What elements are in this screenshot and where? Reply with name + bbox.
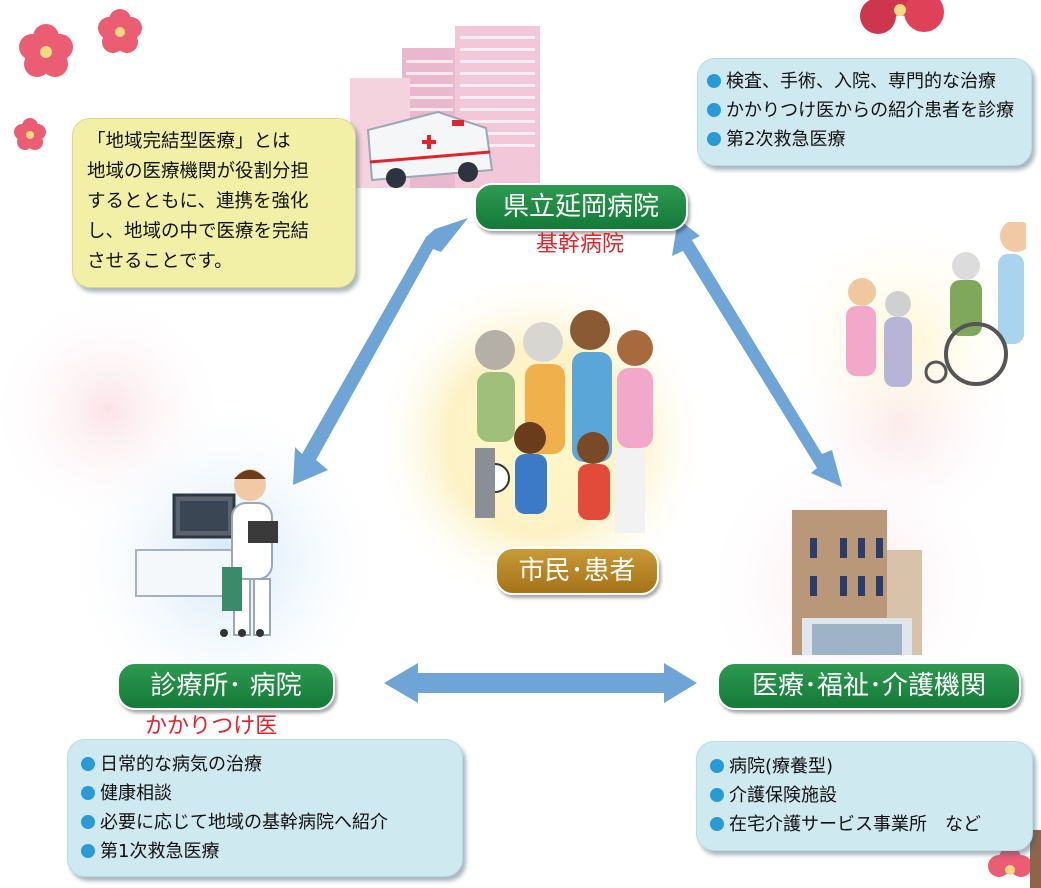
definition-line: 地域の医療機関が役割分担 bbox=[87, 161, 310, 182]
definition-line: し、地域の中で医療を完結 bbox=[87, 221, 310, 242]
welfare-roles-box: 病院(療養型) 介護保険施設 在宅介護サービス事業所 など bbox=[696, 741, 1033, 851]
list-item: 検査、手術、入院、専門的な治療 bbox=[707, 67, 1014, 96]
wheelchair-icon bbox=[846, 222, 1026, 387]
list-item: 介護保険施設 bbox=[710, 781, 981, 810]
list-item: 日常的な病気の治療 bbox=[81, 750, 388, 779]
arrow-hospital-welfare bbox=[672, 219, 842, 487]
family-icon bbox=[475, 310, 653, 533]
node-label-prefectural-hospital: 県立延岡病院 bbox=[474, 183, 688, 231]
care-facility-icon bbox=[792, 510, 922, 655]
node-label-clinic: 診療所･ 病院 bbox=[117, 662, 335, 710]
clinic-roles-box: 日常的な病気の治療 健康相談 必要に応じて地域の基幹病院へ紹介 第1次救急医療 bbox=[67, 739, 463, 877]
definition-line: 「地域完結型医療」とは bbox=[87, 131, 291, 152]
doctor-icon bbox=[135, 469, 278, 637]
definition-line: するとともに、連携を強化 bbox=[87, 191, 309, 212]
list-item: かかりつけ医からの紹介患者を診療 bbox=[707, 96, 1014, 125]
definition-line: させることです。 bbox=[87, 251, 233, 272]
node-label-citizens: 市民･患者 bbox=[495, 547, 659, 595]
node-label-welfare: 医療･福祉･介護機関 bbox=[717, 662, 1021, 710]
node-sublabel-family-doctor: かかりつけ医 bbox=[145, 714, 278, 739]
list-item: 第2次救急医療 bbox=[707, 125, 1014, 154]
list-item: 病院(療養型) bbox=[710, 752, 981, 781]
list-item: 健康相談 bbox=[81, 779, 388, 808]
hospital-roles-box: 検査、手術、入院、専門的な治療 かかりつけ医からの紹介患者を診療 第2次救急医療 bbox=[697, 58, 1032, 166]
definition-box: 「地域完結型医療」とは 地域の医療機関が役割分担 するとともに、連携を強化 し、… bbox=[72, 118, 356, 288]
arrow-clinic-welfare bbox=[384, 663, 697, 703]
list-item: 必要に応じて地域の基幹病院へ紹介 bbox=[81, 808, 388, 837]
arrow-hospital-clinic bbox=[293, 218, 468, 485]
ambulance-icon bbox=[366, 110, 494, 188]
list-item: 第1次救急医療 bbox=[81, 837, 388, 866]
node-sublabel-core-hospital: 基幹病院 bbox=[536, 232, 625, 257]
list-item: 在宅介護サービス事業所 など bbox=[710, 810, 981, 839]
